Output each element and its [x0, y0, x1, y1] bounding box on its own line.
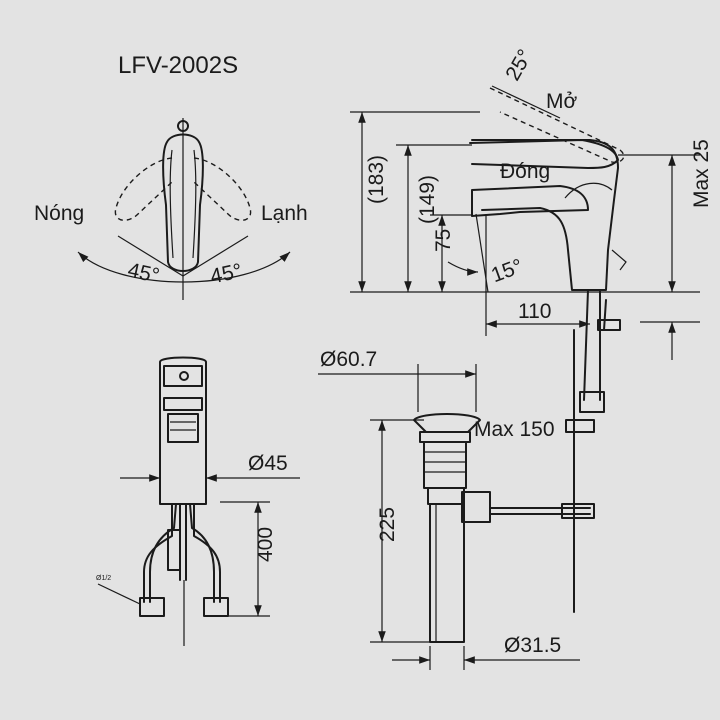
hot-label: Nóng — [34, 202, 84, 225]
drain-bottom-diameter-label: Ø31.5 — [504, 634, 561, 657]
hose-thread-label: Ø1/2 — [96, 575, 111, 582]
spout-angle-label: 15° — [488, 255, 526, 287]
open-angle-label: 25° — [501, 46, 537, 85]
max-deck-label: Max 25 — [690, 139, 713, 208]
closed-label: Đóng — [500, 160, 550, 183]
hose-length-label: 400 — [254, 527, 277, 562]
handle-top-view: Nóng Lạnh 45° 45° — [34, 118, 308, 300]
cold-label: Lạnh — [261, 202, 308, 225]
total-height-label: (183) — [365, 155, 388, 204]
drain-cap — [413, 413, 481, 433]
max-label: Max 150 — [474, 418, 555, 441]
model-title: LFV-2002S — [118, 52, 238, 79]
side-view: 25° Mở (183) (149) 75 15° Đóng 1 — [350, 46, 713, 413]
handle-open-position — [489, 87, 625, 164]
faucet-handle — [469, 139, 619, 169]
rotation-arc — [77, 251, 291, 283]
spout-height-label: 75 — [432, 229, 455, 252]
faucet-body — [471, 139, 619, 291]
drain-top-diameter-label: Ø60.7 — [320, 348, 377, 371]
base-diameter-label: Ø45 — [248, 452, 288, 475]
front-view: Ø45 400 Ø1/2 — [96, 356, 300, 646]
drain-assembly: Ø60.7 Max 150 225 Ø31.5 — [318, 329, 595, 670]
body-height-label: (149) — [416, 175, 439, 224]
handle-cold-position — [193, 157, 252, 221]
right-angle-label: 45° — [208, 259, 244, 288]
drain-length-label: 225 — [376, 507, 399, 542]
left-angle-label: 45° — [126, 259, 162, 288]
open-label: Mở — [546, 90, 577, 113]
reach-label: 110 — [518, 300, 551, 323]
spout — [471, 185, 589, 217]
handle-hot-position — [114, 157, 173, 221]
